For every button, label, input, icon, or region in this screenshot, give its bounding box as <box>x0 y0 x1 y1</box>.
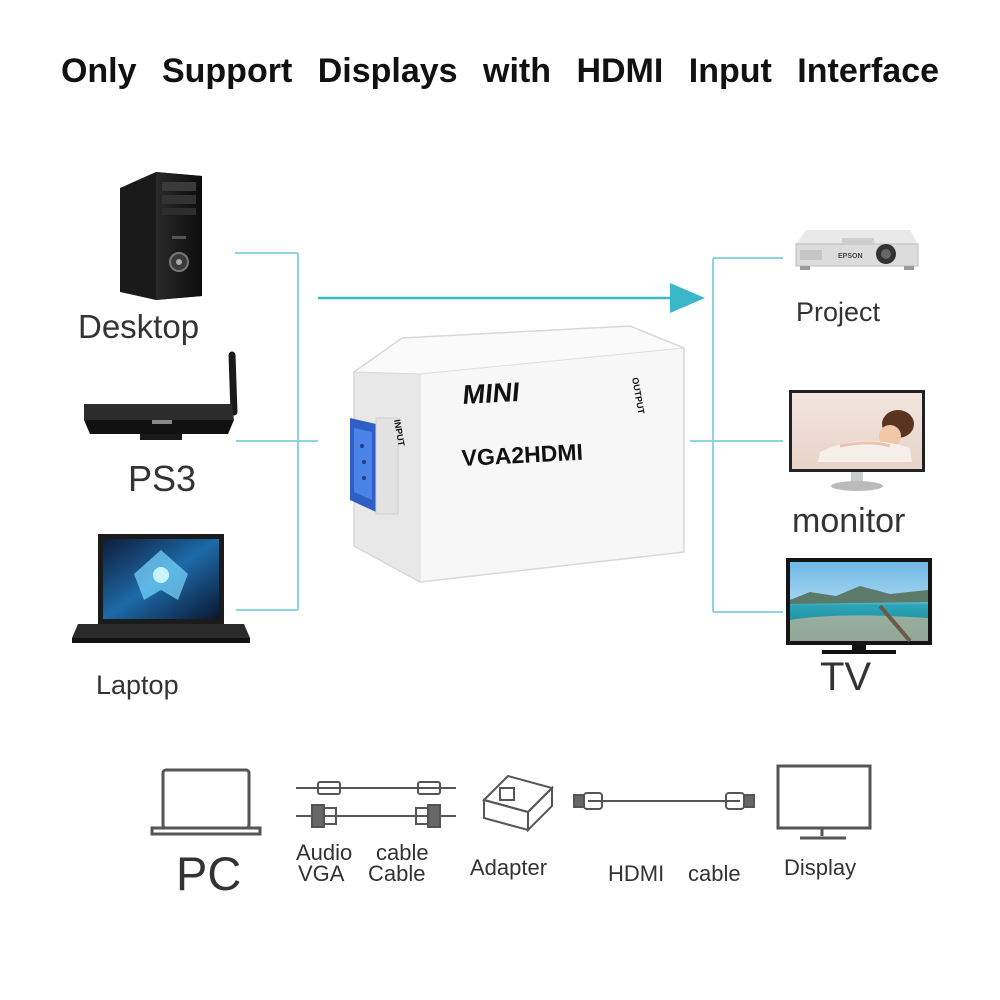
chain-label-display: Display <box>784 855 857 880</box>
chain-label-audio: Audio <box>296 840 353 865</box>
chain-label-adapter: Adapter <box>470 855 548 880</box>
source-label-desktop: Desktop <box>78 308 200 345</box>
chain-label-vga: VGA <box>298 861 345 886</box>
desktop-tower-icon <box>120 172 202 300</box>
box-model-label: VGA2HDMI <box>461 439 584 471</box>
box-brand-label: MINI <box>461 376 521 410</box>
display-label-tv: TV <box>820 655 872 699</box>
display-connector-lines <box>690 257 783 613</box>
pc-laptop-icon <box>150 768 262 836</box>
monitor-icon <box>789 390 925 491</box>
ps3-console-icon <box>84 351 238 440</box>
display-label-monitor: monitor <box>792 502 906 540</box>
laptop-icon <box>72 534 250 643</box>
chain-label-pc: PC <box>176 847 242 900</box>
projector-brand: EPSON <box>838 253 863 260</box>
chain-label-audio-cable: cable <box>376 840 429 865</box>
chain-label-vga-cable: Cable <box>368 861 426 886</box>
page-title: Only Support Displays with HDMI Input In… <box>60 52 940 90</box>
adapter-icon <box>482 774 554 833</box>
vga-input-port <box>350 417 399 515</box>
display-label-project: Project <box>796 297 881 327</box>
cable-icon <box>296 781 456 828</box>
chain-label-hdmi: HDMI <box>608 861 665 886</box>
adapter-box: INPUT OUTPUT MINI VGA2HDMI <box>350 325 685 583</box>
source-connector-lines <box>235 252 318 611</box>
display-icon <box>776 764 872 840</box>
tv-icon <box>786 558 932 654</box>
chain-label-hdmi-cable: cable <box>688 861 741 886</box>
source-label-ps3: PS3 <box>128 458 197 499</box>
source-label-laptop: Laptop <box>96 670 179 700</box>
hdmi-cable-icon <box>573 792 755 810</box>
input-port-label: INPUT <box>392 419 407 448</box>
projector-icon: EPSON <box>795 230 919 270</box>
